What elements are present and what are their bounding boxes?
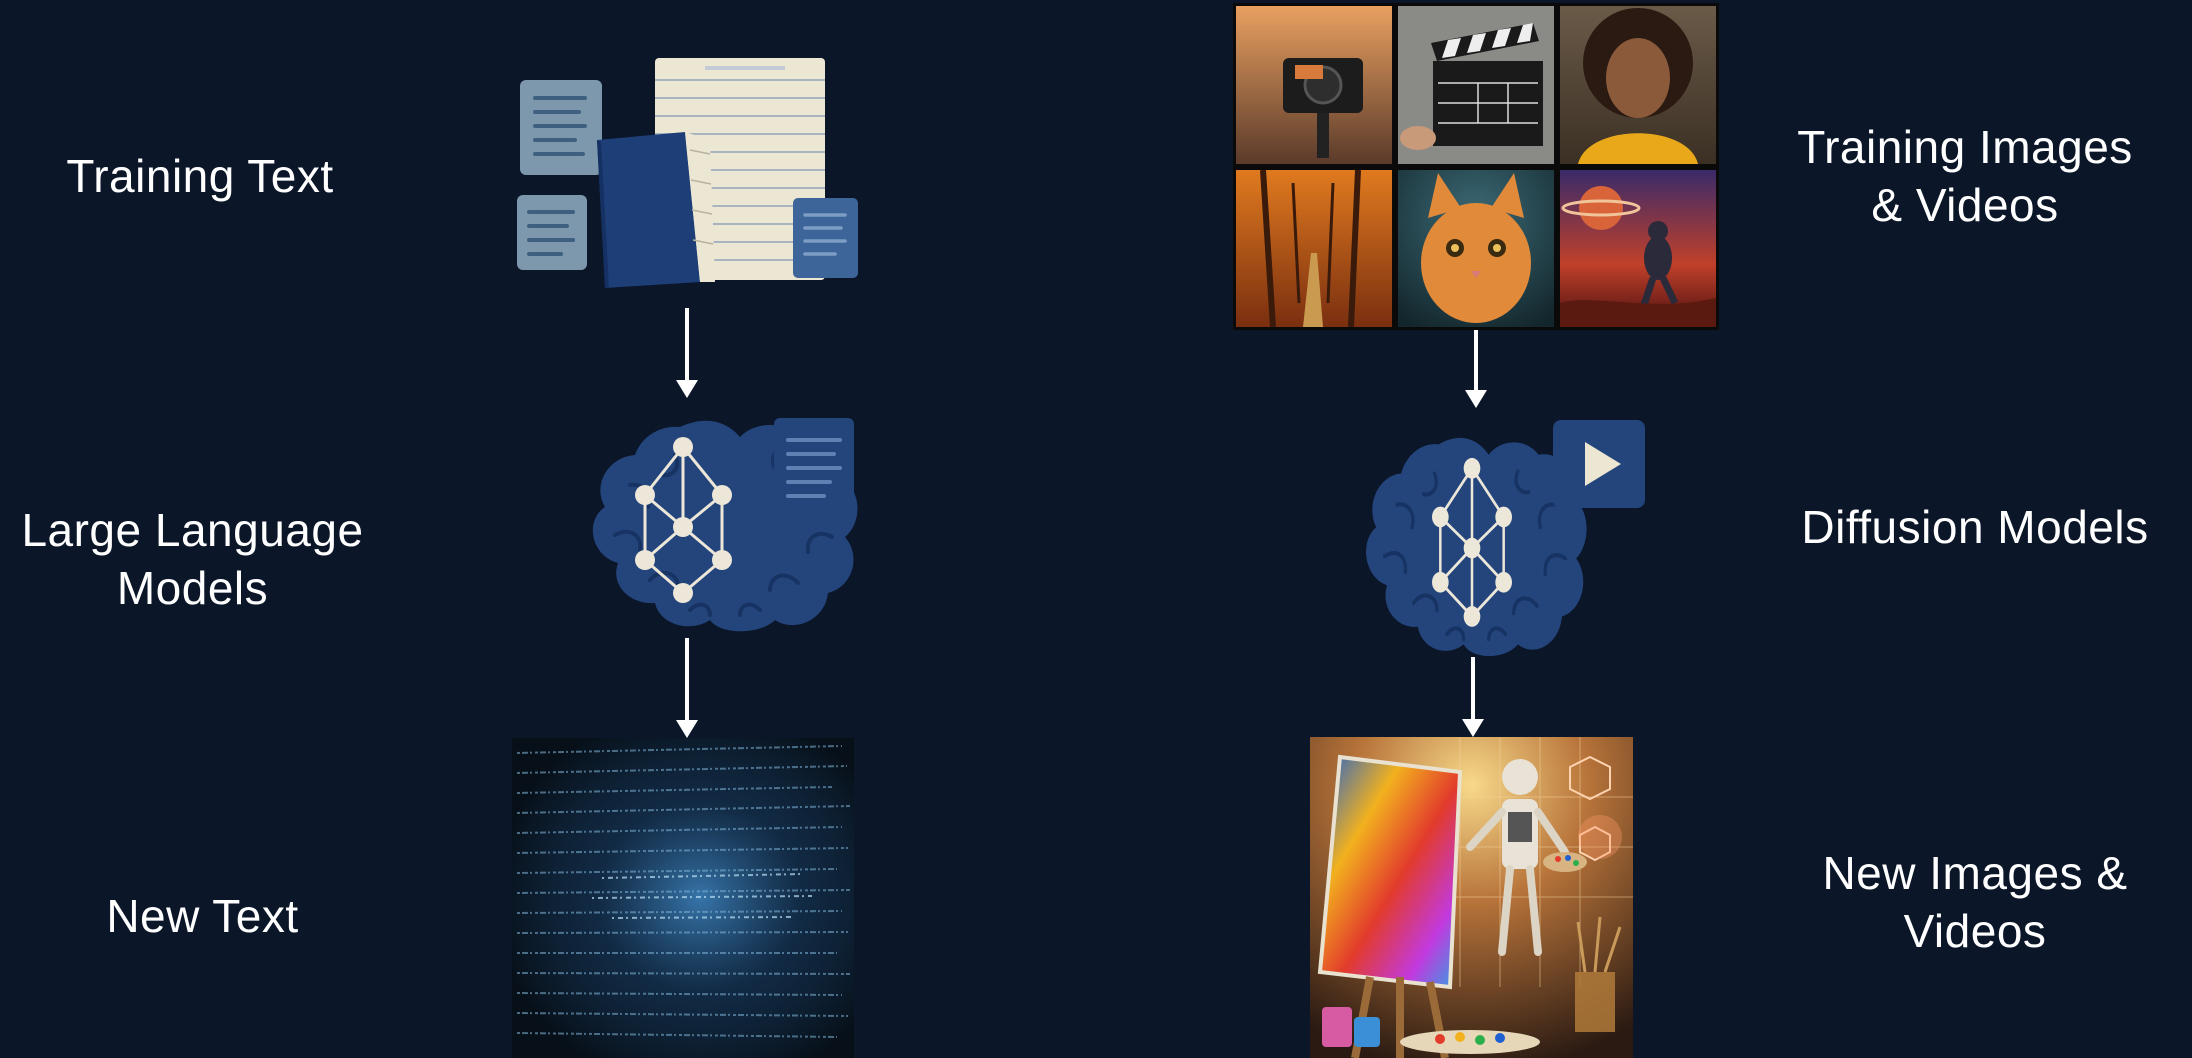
diffusion-models-label: Diffusion Models xyxy=(1801,501,2149,553)
new-text-label: New Text xyxy=(106,890,299,942)
play-icon xyxy=(1553,420,1645,508)
generated-art-image xyxy=(1310,737,1633,1058)
large-language-models-label: Large Language Models xyxy=(21,504,364,614)
arrow-down-icon xyxy=(673,308,701,400)
training-images-videos-label: Training Images & Videos xyxy=(1797,121,2133,231)
arrow-down-icon xyxy=(673,638,701,740)
training-images-grid xyxy=(1233,3,1719,330)
arrow-down-icon xyxy=(1462,330,1490,410)
arrow-down-icon xyxy=(1459,657,1487,739)
generated-text-image xyxy=(512,738,854,1058)
books-and-documents-icon xyxy=(505,50,865,300)
new-images-videos-label: New Images & Videos xyxy=(1822,847,2128,957)
document-icon xyxy=(774,418,854,514)
brain-network-icon xyxy=(1347,432,1597,662)
training-text-label: Training Text xyxy=(66,150,334,202)
